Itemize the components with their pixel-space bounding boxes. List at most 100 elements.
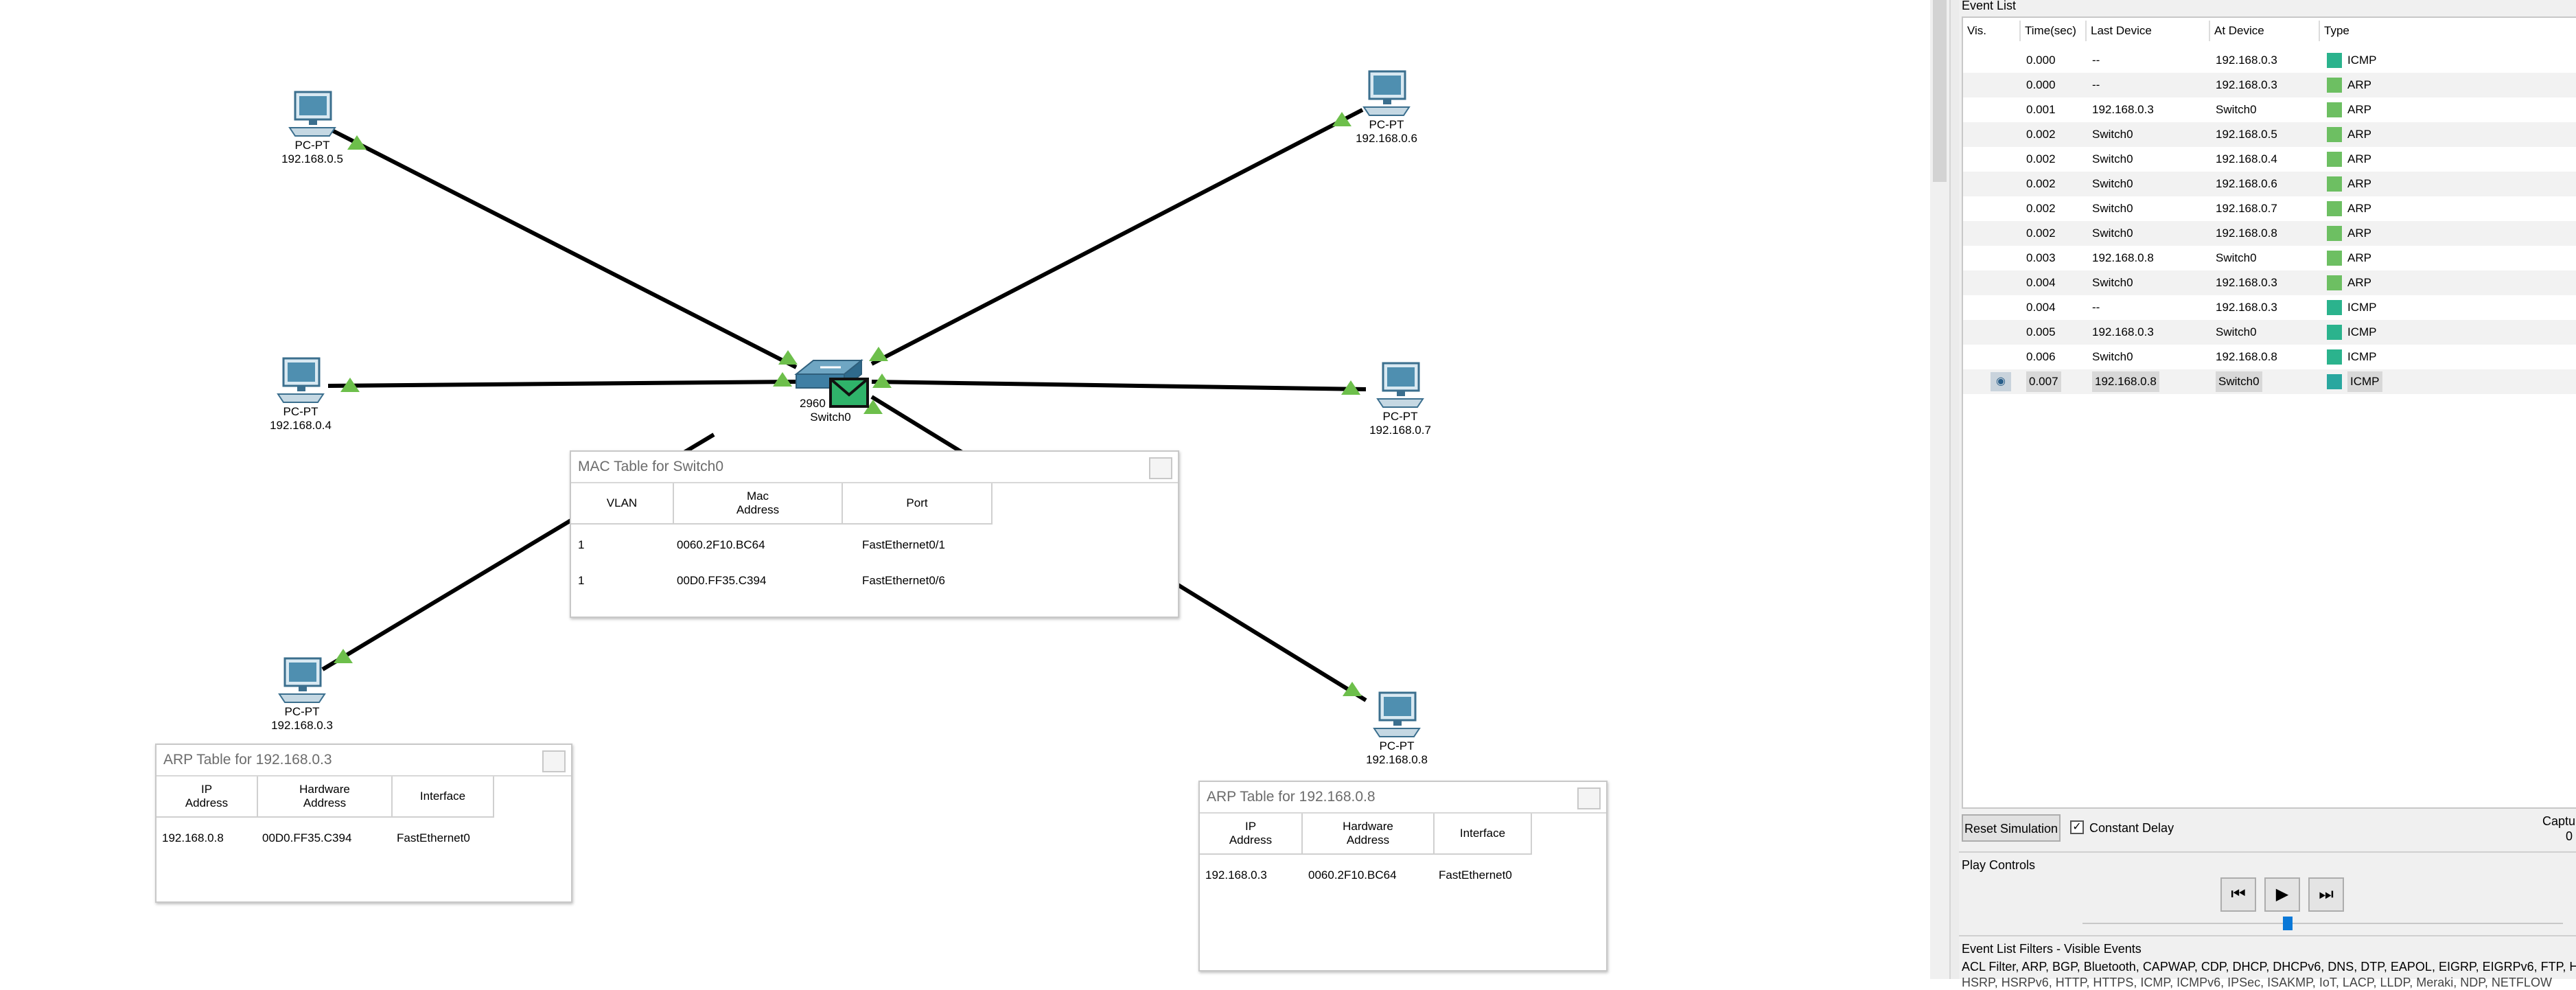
eye-icon[interactable]: ◉ <box>1991 372 2011 391</box>
event-type: ARP <box>2347 202 2371 215</box>
constant-delay-checkbox[interactable]: ✓ <box>2070 820 2084 834</box>
pc-192-168-0-7[interactable]: PC-PT 192.168.0.7 <box>1366 360 1435 437</box>
column-header[interactable]: Port <box>843 483 993 525</box>
column-header-at-device[interactable]: At Device <box>2210 21 2320 41</box>
captured-value: 0 <box>2566 829 2573 843</box>
event-type-color <box>2327 226 2342 241</box>
event-last-device: -- <box>2092 78 2100 91</box>
switch-name-label: Switch0 <box>810 411 851 424</box>
arp-table-title[interactable]: ARP Table for 192.168.0.3 <box>156 745 571 776</box>
device-ip-label: 192.168.0.6 <box>1356 132 1417 145</box>
arp-table-title[interactable]: ARP Table for 192.168.0.8 <box>1200 782 1606 814</box>
column-header[interactable]: Interface <box>393 776 494 818</box>
column-header-vis[interactable]: Vis. <box>1963 21 2021 41</box>
table-cell: 192.168.0.3 <box>1205 868 1267 882</box>
pc-192-168-0-8[interactable]: PC-PT 192.168.0.8 <box>1362 690 1431 767</box>
event-type-color <box>2327 325 2342 340</box>
switch-label[interactable]: 2960 Switch0 <box>793 397 868 424</box>
pc-192-168-0-3[interactable]: PC-PT 192.168.0.3 <box>268 656 336 733</box>
event-type: ARP <box>2347 227 2371 240</box>
event-last-device: -- <box>2092 301 2100 314</box>
event-at-device: 192.168.0.3 <box>2216 78 2277 91</box>
event-type: ARP <box>2347 152 2371 165</box>
table-cell: FastEthernet0/1 <box>862 538 945 551</box>
link-pc5[interactable] <box>328 127 798 369</box>
column-header[interactable]: Interface <box>1435 814 1532 855</box>
column-header[interactable]: VLAN <box>571 483 674 525</box>
event-at-device: 192.168.0.3 <box>2216 301 2277 314</box>
event-type: ICMP <box>2347 325 2377 338</box>
playback-speed-slider[interactable] <box>2283 917 2293 930</box>
event-last-device: 192.168.0.8 <box>2092 251 2154 264</box>
close-button[interactable] <box>1577 787 1601 809</box>
event-time: 0.004 <box>2026 276 2056 289</box>
skip-forward-icon[interactable]: ⏭ <box>2308 877 2344 912</box>
pc-192-168-0-4[interactable]: PC-PT 192.168.0.4 <box>266 356 335 433</box>
pc-192-168-0-6[interactable]: PC-PT 192.168.0.6 <box>1352 69 1421 146</box>
network-workspace[interactable]: PC-PT 192.168.0.5 PC-PT 192.168.0.6 PC-P… <box>0 0 1929 979</box>
device-ip-label: 192.168.0.3 <box>271 719 333 732</box>
reset-simulation-button[interactable]: Reset Simulation <box>1962 814 2061 842</box>
pc-192-168-0-5[interactable]: PC-PT 192.168.0.5 <box>278 89 347 166</box>
event-time: 0.005 <box>2026 325 2056 338</box>
event-at-device: 192.168.0.6 <box>2216 177 2277 190</box>
workspace-vertical-scrollbar[interactable] <box>1930 0 1949 979</box>
pc-icon <box>277 357 325 403</box>
skip-back-icon[interactable]: ⏮ <box>2220 877 2256 912</box>
event-type-color <box>2327 374 2342 389</box>
pc-icon <box>1376 362 1424 408</box>
link-pc6[interactable] <box>870 108 1364 366</box>
event-at-device: Switch0 <box>2216 371 2262 392</box>
event-type: ARP <box>2347 78 2371 91</box>
event-type: ICMP <box>2347 350 2377 363</box>
link-pc7[interactable] <box>871 380 1367 391</box>
column-header-time[interactable]: Time(sec) <box>2021 21 2087 41</box>
play-icon[interactable]: ▶ <box>2264 877 2300 912</box>
panel-splitter[interactable] <box>1949 0 1960 979</box>
event-list-table[interactable]: Vis. Time(sec) Last Device At Device Typ… <box>1962 16 2576 809</box>
mac-table-title[interactable]: MAC Table for Switch0 <box>571 452 1178 483</box>
close-button[interactable] <box>1149 457 1172 479</box>
event-at-device: Switch0 <box>2216 251 2257 264</box>
event-time: 0.007 <box>2026 371 2061 392</box>
link-pc4[interactable] <box>327 380 797 388</box>
close-button[interactable] <box>542 750 566 772</box>
event-last-device: 192.168.0.3 <box>2092 103 2154 116</box>
table-cell: FastEthernet0 <box>397 831 470 844</box>
event-last-device: Switch0 <box>2092 177 2133 190</box>
scrollbar-thumb[interactable] <box>1933 0 1947 182</box>
event-type-color <box>2327 275 2342 290</box>
event-list-title: Event List <box>1962 0 2017 12</box>
table-cell: FastEthernet0 <box>1439 868 1512 882</box>
column-header-last-device[interactable]: Last Device <box>2087 21 2210 41</box>
event-time: 0.006 <box>2026 350 2056 363</box>
column-header-type[interactable]: Type <box>2324 24 2349 37</box>
event-type-color <box>2327 152 2342 167</box>
event-type: ICMP <box>2347 301 2377 314</box>
envelope-icon[interactable] <box>829 378 869 408</box>
